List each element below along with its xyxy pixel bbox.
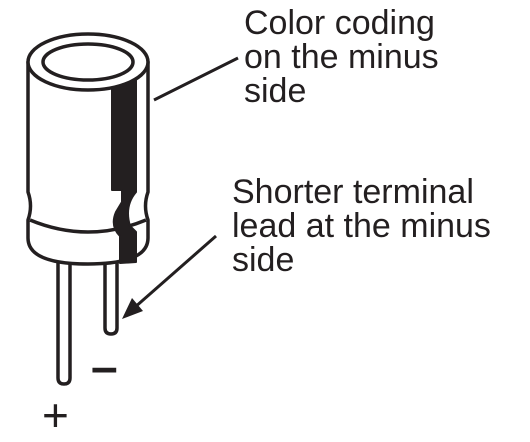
- color-coding-leader: [153, 56, 239, 102]
- minus-symbol: –: [91, 341, 118, 394]
- color-coding-line-1: Color coding: [244, 4, 435, 42]
- minus-color-stripe: [111, 77, 137, 264]
- color-coding-line-3: side: [244, 72, 307, 110]
- shorter-terminal-arrowhead: [122, 298, 143, 319]
- shorter-terminal-leader: [133, 234, 217, 310]
- color-coding-label: Color coding on the minus side: [244, 6, 439, 108]
- plus-terminal-lead: [56, 262, 72, 386]
- plus-symbol: +: [42, 389, 69, 441]
- shorter-terminal-line-1: Shorter terminal: [232, 173, 474, 211]
- seal-line: [29, 218, 147, 234]
- shorter-terminal-line-2: lead at the minus: [232, 207, 491, 245]
- color-coding-line-2: on the minus: [244, 38, 439, 76]
- shorter-terminal-line-3: side: [232, 241, 295, 279]
- minus-terminal-lead: [103, 262, 119, 336]
- top-inner-ring: [41, 42, 135, 82]
- shorter-terminal-label: Shorter terminal lead at the minus side: [232, 175, 491, 277]
